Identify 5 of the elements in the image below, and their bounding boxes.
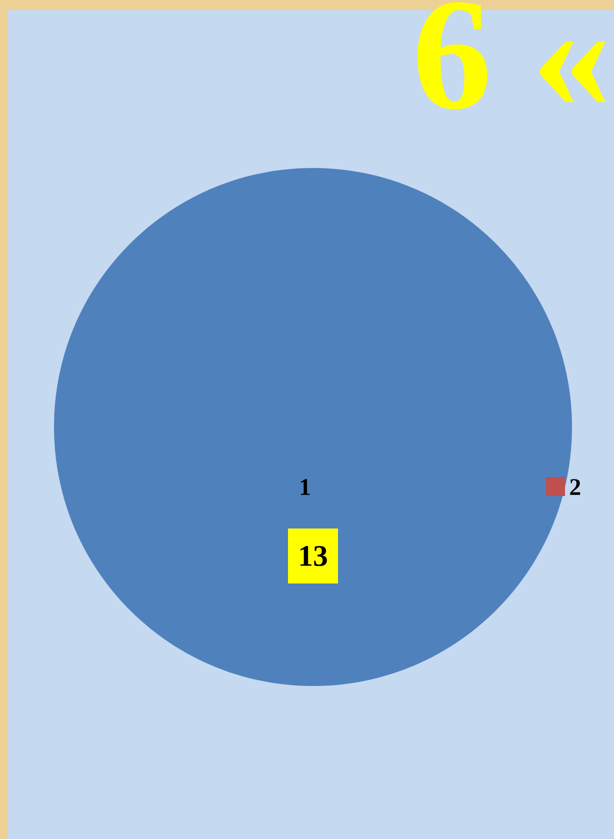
point-label: 1 [300, 479, 310, 495]
number-box: 13 [288, 528, 338, 584]
point-label: 2 [570, 479, 580, 495]
circle [54, 168, 572, 686]
title: 6 « [418, 2, 606, 110]
